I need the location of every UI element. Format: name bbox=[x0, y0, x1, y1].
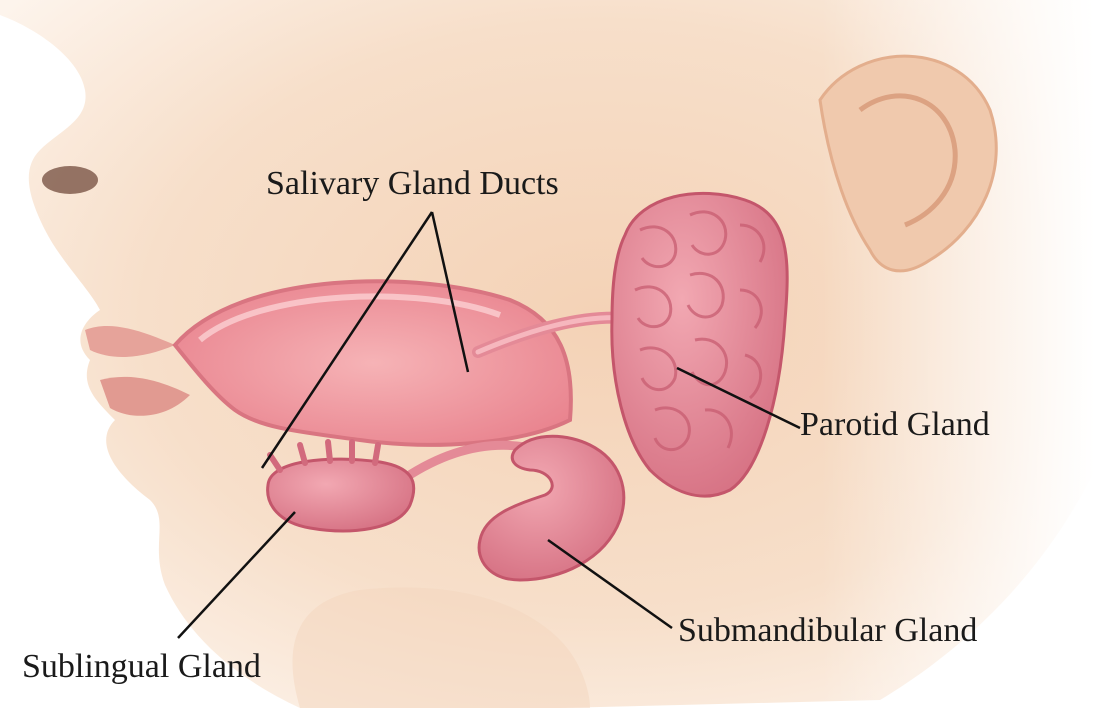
sublingual-gland bbox=[268, 459, 414, 531]
nostril bbox=[42, 166, 98, 194]
label-parotid-gland: Parotid Gland bbox=[800, 408, 990, 442]
label-salivary-gland-ducts: Salivary Gland Ducts bbox=[266, 167, 559, 201]
label-sublingual-gland: Sublingual Gland bbox=[22, 650, 261, 684]
label-submandibular-gland: Submandibular Gland bbox=[678, 614, 977, 648]
